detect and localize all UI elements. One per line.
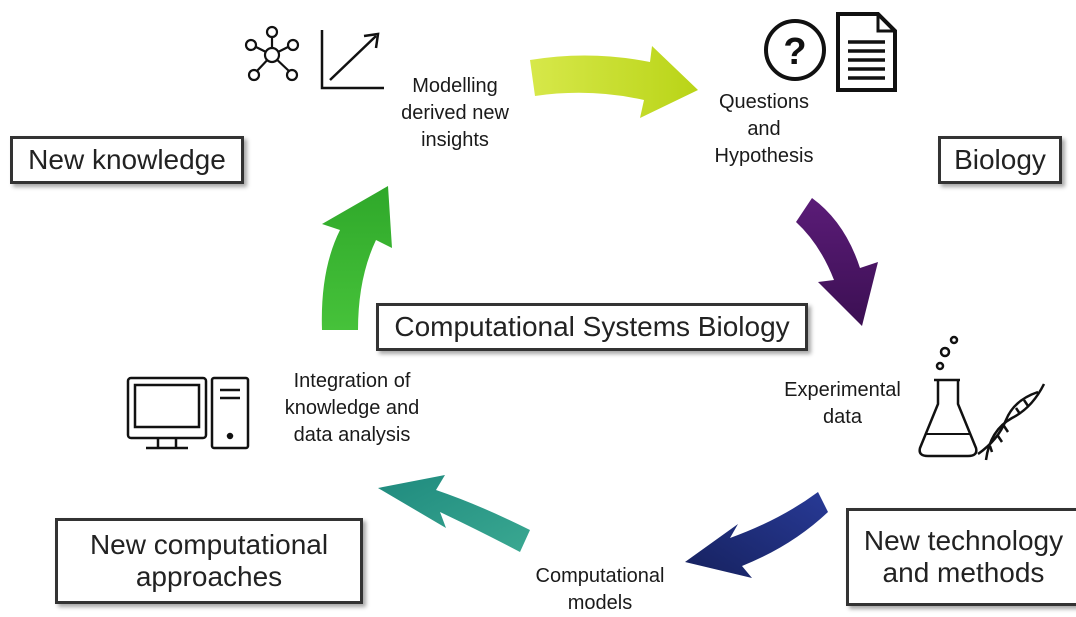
network-icon bbox=[244, 25, 300, 82]
label-computational-models: Computational models bbox=[520, 563, 680, 617]
trend-chart-icon bbox=[320, 30, 384, 90]
dna-icon bbox=[977, 383, 1046, 461]
arrow-integration-to-modelling bbox=[321, 186, 392, 330]
label-questions-line2: and bbox=[747, 118, 781, 140]
question-icon: ? bbox=[764, 19, 826, 81]
label-experimental-line2: data bbox=[823, 406, 862, 428]
computer-tower-icon bbox=[210, 376, 250, 450]
box-new-knowledge-label: New knowledge bbox=[28, 144, 226, 175]
document-icon bbox=[836, 12, 897, 92]
label-integration-line3: data analysis bbox=[293, 424, 411, 446]
monitor-icon bbox=[126, 376, 208, 450]
arrow-questions-to-experimental bbox=[796, 198, 878, 326]
box-center-title: Computational Systems Biology bbox=[376, 303, 808, 351]
box-biology: Biology bbox=[938, 136, 1062, 184]
label-questions-line3: Hypothesis bbox=[714, 145, 814, 167]
label-integration-line2: knowledge and bbox=[284, 397, 420, 419]
label-modelling-line1: Modelling bbox=[412, 75, 498, 97]
center-title-label: Computational Systems Biology bbox=[394, 311, 790, 342]
label-computational-models-line2: models bbox=[567, 592, 633, 614]
label-questions-line1: Questions bbox=[718, 91, 810, 113]
svg-text:?: ? bbox=[783, 31, 806, 73]
label-experimental: Experimental data bbox=[770, 377, 915, 431]
label-integration-line1: Integration of bbox=[293, 370, 411, 392]
box-new-technology-line2: and methods bbox=[882, 557, 1045, 588]
box-new-computational: New computational approaches bbox=[55, 518, 363, 604]
label-computational-models-line1: Computational bbox=[535, 565, 665, 587]
label-experimental-line1: Experimental bbox=[784, 379, 901, 401]
label-modelling: Modelling derived new insights bbox=[385, 73, 525, 154]
box-new-technology: New technology and methods bbox=[846, 508, 1076, 606]
box-new-computational-line1: New computational bbox=[89, 529, 329, 560]
box-new-technology-line1: New technology bbox=[863, 525, 1064, 556]
box-biology-label: Biology bbox=[954, 144, 1046, 175]
arrow-models-to-integration bbox=[378, 475, 530, 552]
box-new-knowledge: New knowledge bbox=[10, 136, 244, 184]
arrow-modelling-to-questions bbox=[530, 46, 698, 118]
flask-icon bbox=[918, 335, 978, 458]
label-modelling-line3: insights bbox=[421, 129, 489, 151]
arrow-experimental-to-models bbox=[685, 492, 828, 578]
box-new-computational-line2: approaches bbox=[135, 561, 283, 592]
label-modelling-line2: derived new bbox=[401, 102, 509, 124]
label-integration: Integration of knowledge and data analys… bbox=[270, 368, 434, 449]
label-questions: Questions and Hypothesis bbox=[694, 89, 834, 170]
